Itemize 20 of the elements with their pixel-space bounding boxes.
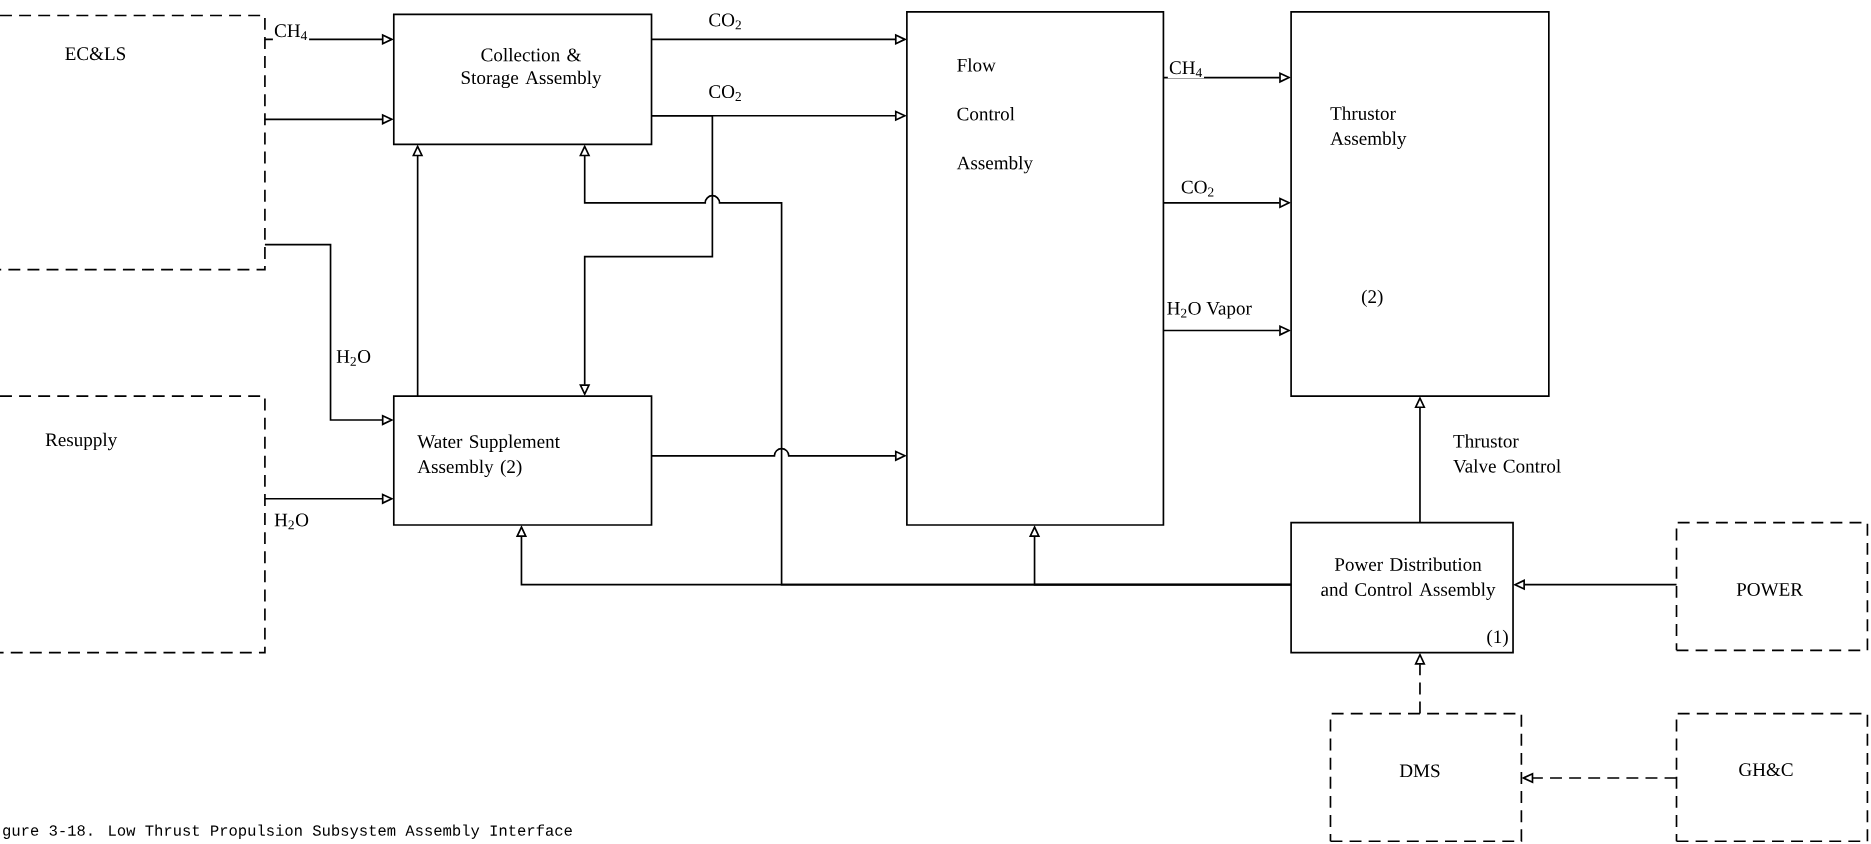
edge-label: H$_{2}$O bbox=[272, 512, 311, 531]
edge-label: Thrustor Valve Control bbox=[1451, 433, 1568, 475]
edge-label: CH$_{4}$ bbox=[272, 23, 310, 42]
assembly-box: Collection & Storage Assembly bbox=[392, 13, 653, 146]
external-system-box: GH&C bbox=[1675, 712, 1869, 843]
assembly-box: Thrustor Assembly (2) bbox=[1290, 11, 1550, 398]
edge-label: CO$_{2}$ bbox=[707, 84, 744, 103]
external-system-box: DMS bbox=[1329, 712, 1523, 843]
edge-label: H$_{2}$O bbox=[334, 349, 373, 368]
assembly-box: Flow Control Assembly bbox=[906, 11, 1165, 527]
external-system-box: POWER bbox=[1675, 522, 1869, 652]
assembly-box: Power Distribution and Control Assembly (1) bbox=[1290, 522, 1514, 654]
assembly-box: Water Supplement Assembly (2) bbox=[392, 395, 653, 527]
edge-label: CO$_{2}$ bbox=[707, 12, 744, 31]
caption: gure 3-18. Low Thrust Propulsion Subsystem Assembly Interface bbox=[3, 824, 572, 840]
edge-label: CO$_{2}$ bbox=[1179, 179, 1216, 198]
external-system-box: EC&LS bbox=[0, 14, 266, 271]
external-system-box: Resupply bbox=[0, 395, 266, 654]
edge-label: CH$_{4}$ bbox=[1167, 60, 1204, 79]
edge-label: H$_{2}$O Vapor bbox=[1165, 300, 1254, 320]
